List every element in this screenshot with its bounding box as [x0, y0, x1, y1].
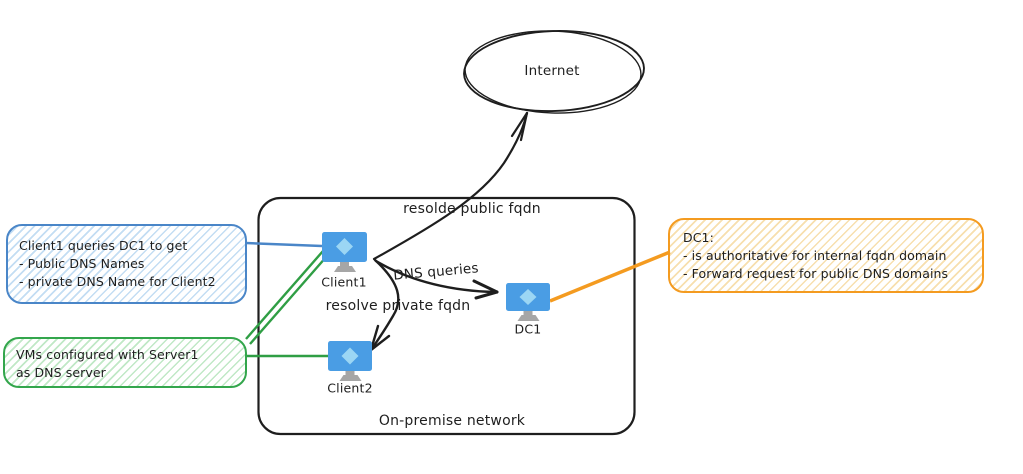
connector-blue-note-client1: [245, 241, 323, 248]
callout-line: - Forward request for public DNS domains: [683, 266, 949, 281]
client1-label: Client1: [321, 274, 367, 290]
connector-green-note-client1: [245, 250, 328, 345]
arrow-client1-to-dc1: [374, 259, 499, 300]
callout-client1-note: Client1 queries DC1 to get - Public DNS …: [6, 224, 247, 304]
connector-orange-dc1-note: [549, 250, 671, 303]
dc1-label: DC1: [514, 321, 542, 337]
client1-vm-icon: [322, 232, 367, 272]
arrow-client1-to-client2: [369, 258, 400, 352]
internet-label: Internet: [524, 63, 580, 79]
on-premise-label: On-premise network: [378, 413, 526, 429]
client2-label: Client2: [327, 380, 373, 396]
callout-dc1-note: DC1: - is authoritative for internal fqd…: [668, 218, 984, 293]
client2-vm-icon: [328, 341, 372, 381]
callout-line: VMs configured with Server1: [16, 347, 199, 362]
internet-ellipse: [463, 29, 645, 114]
dc1-vm-icon: [506, 283, 550, 321]
callout-line: DC1:: [683, 230, 714, 245]
callout-vms-note: VMs configured with Server1 as DNS serve…: [3, 337, 247, 388]
callout-line: - Public DNS Names: [19, 256, 145, 271]
callout-line: - is authoritative for internal fqdn dom…: [683, 248, 947, 263]
edge-label-resolve-private: resolve private fqdn: [325, 298, 471, 314]
edge-label-resolve-public: resolde public fqdn: [403, 201, 541, 217]
callout-line: Client1 queries DC1 to get: [19, 238, 188, 253]
callout-line: - private DNS Name for Client2: [19, 274, 216, 289]
arrow-client1-to-internet: [372, 111, 529, 261]
callout-line: as DNS server: [16, 365, 106, 380]
on-premise-box: [257, 196, 636, 436]
